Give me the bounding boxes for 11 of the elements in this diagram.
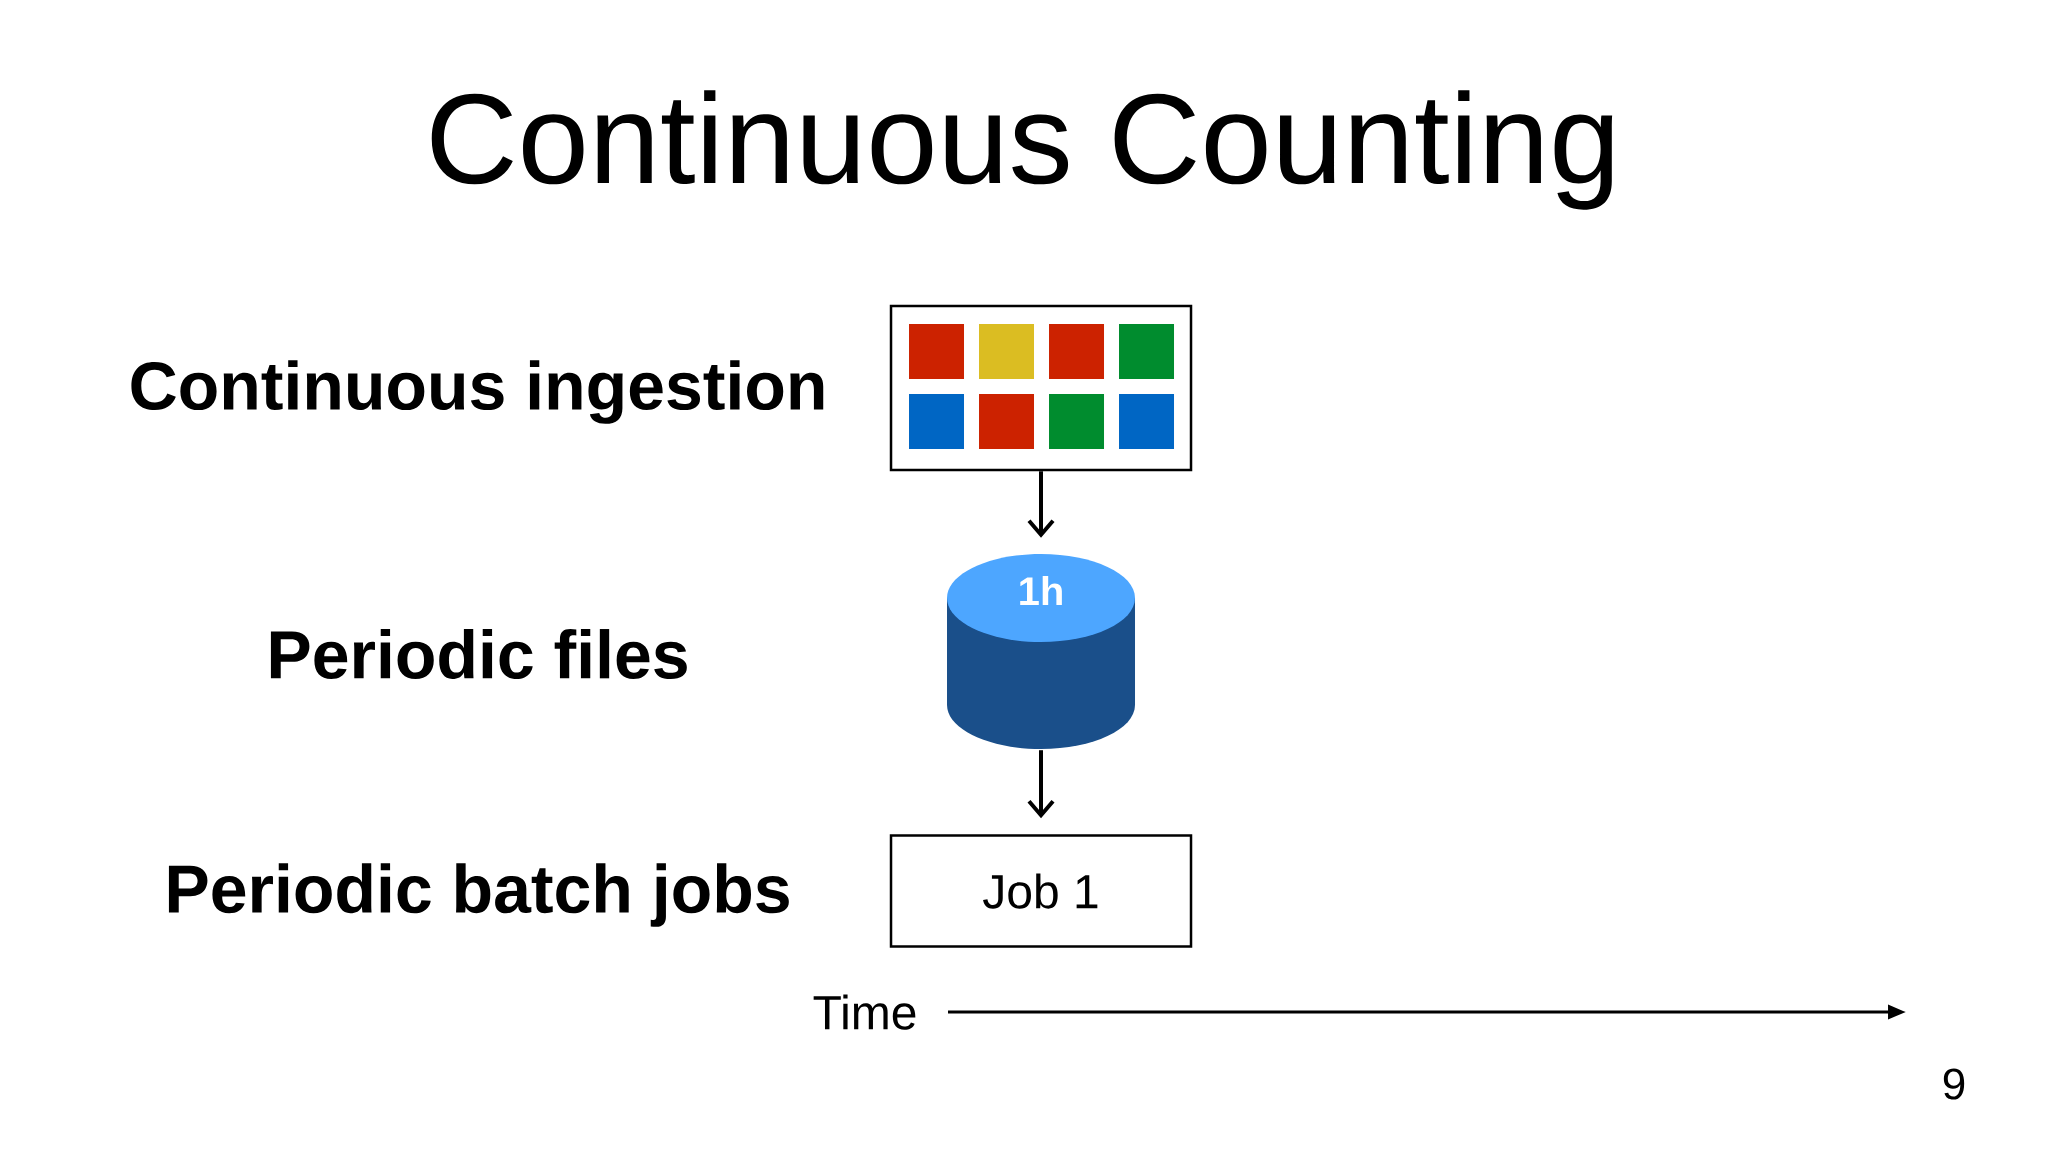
row-label: Periodic files [270, 629, 687, 679]
row-label: Periodic batch jobs [168, 863, 789, 927]
arrow [1027, 471, 1055, 538]
page-number: 9 [1943, 1068, 1965, 1100]
axis-label: Time [813, 994, 916, 1030]
event-grid [889, 304, 1193, 472]
cylinder: 1h [947, 554, 1135, 749]
title: Continuous Counting [431, 90, 1613, 210]
row-label: Continuous ingestion [131, 360, 824, 424]
process-box: Job 1 [889, 834, 1193, 948]
arrow [1027, 750, 1055, 819]
